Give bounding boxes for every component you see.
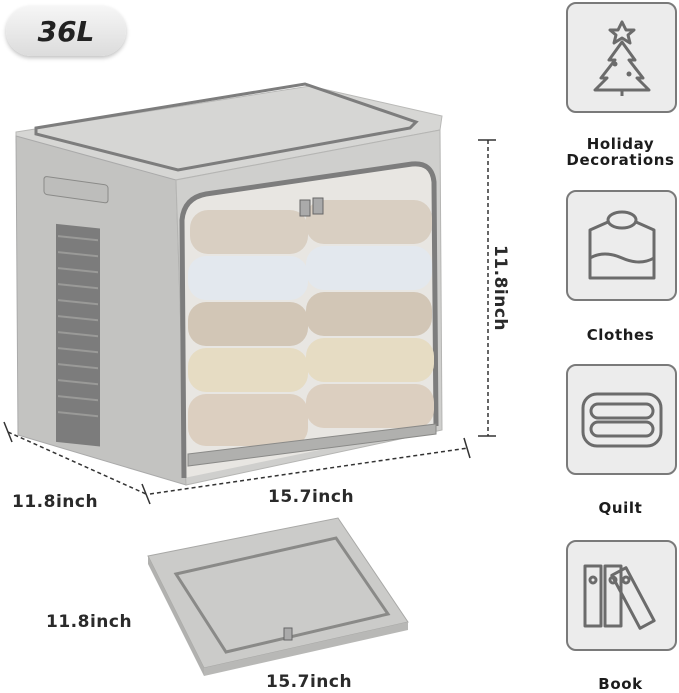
christmas-tree-icon <box>593 20 650 96</box>
storage-box-image <box>15 82 443 486</box>
quilt-label: Quilt <box>598 499 643 517</box>
quilt-card <box>566 364 677 475</box>
folded-depth-label: 11.8inch <box>46 612 133 632</box>
folded-box-image <box>147 517 409 676</box>
holiday-decorations-card <box>566 2 677 113</box>
book-card <box>566 540 677 651</box>
folded-quilt-icon <box>581 392 662 447</box>
clothes-label: Clothes <box>586 326 655 344</box>
book-label: Book <box>598 675 643 693</box>
holiday-decorations-label: Holiday Decorations <box>566 135 675 169</box>
box-depth-label: 11.8inch <box>12 492 99 512</box>
folded-shirt-icon <box>588 210 655 279</box>
box-height-label: 11.8inch <box>490 244 510 332</box>
capacity-label: 36L <box>37 14 95 48</box>
books-icon <box>583 564 656 630</box>
clothes-card <box>566 190 677 301</box>
dimension-lines <box>3 139 496 505</box>
folded-width-label: 15.7inch <box>266 672 353 692</box>
box-width-label: 15.7inch <box>268 487 355 507</box>
capacity-badge: 36L <box>6 6 126 56</box>
